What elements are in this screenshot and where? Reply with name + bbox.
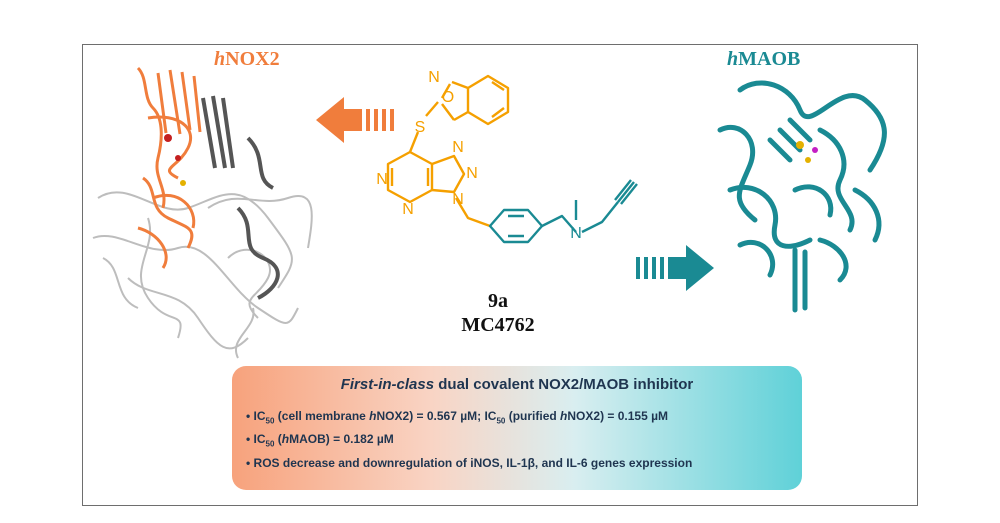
maob-label-prefix: h [727,48,739,70]
compound-structure: O N S N N N N N N [376,69,638,244]
nox2-label-prefix: h [214,48,226,70]
compound-id: 9a [488,290,508,312]
right-arrow-icon [636,245,714,291]
nox2-label: hNOX2 [214,48,280,71]
summary-bullets: IC50 (cell membrane hNOX2) = 0.567 µM; I… [246,407,788,472]
summary-box: First-in-class dual covalent NOX2/MAOB i… [232,366,802,490]
nox2-label-name: NOX2 [225,48,280,70]
compound-code: MC4762 [461,314,535,336]
atom-n3: N [452,139,464,156]
atom-n2: N [402,201,414,218]
summary-title-rest: dual covalent NOX2/MAOB inhibitor [438,376,694,393]
atom-n5: N [452,191,464,208]
atom-n-benzox: N [428,69,440,86]
maob-label-name: MAOB [738,48,801,70]
bullet-nox2-ic50: IC50 (cell membrane hNOX2) = 0.567 µM; I… [246,407,788,430]
summary-title: First-in-class dual covalent NOX2/MAOB i… [246,376,788,393]
atom-n-amine: N [570,225,582,242]
atom-s: S [415,119,426,136]
bullet-ros: ROS decrease and downregulation of iNOS,… [246,454,788,472]
atom-n4: N [466,165,478,182]
atom-n1: N [376,171,388,188]
maob-protein-structure [717,80,887,313]
nox2-protein-structure [92,66,313,359]
maob-label: hMAOB [727,48,800,71]
atom-o: O [442,89,454,106]
summary-title-italic: First-in-class [340,376,435,393]
bullet-maob-ic50: IC50 (hMAOB) = 0.182 µM [246,430,788,453]
left-arrow-icon [316,97,394,143]
